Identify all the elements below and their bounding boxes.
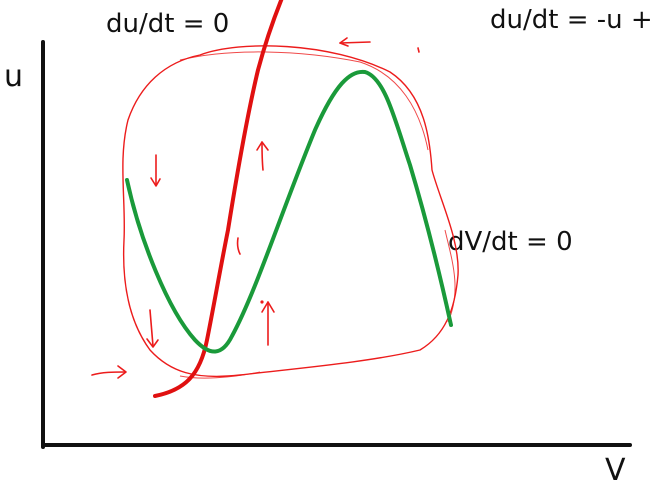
- small-tick-mark: [236, 237, 241, 255]
- direction-arrows: [91, 37, 420, 379]
- v-nullcline-curve: [125, 69, 453, 354]
- u-nullcline-label: du/dt = 0: [106, 9, 229, 39]
- axes: [41, 40, 632, 449]
- arrow-down-icon: [150, 154, 161, 187]
- v-nullcline-label: dV/dt = 0: [448, 227, 573, 257]
- arrow-up-icon: [256, 141, 269, 171]
- y-axis-label: u: [4, 59, 23, 94]
- arrow-right-icon: [91, 365, 127, 379]
- arrow-left-icon: [339, 37, 371, 47]
- x-axis-label: V: [605, 453, 626, 483]
- u-nullcline-curve: [153, 0, 284, 398]
- trajectory-loop: [122, 45, 459, 378]
- trajectory-loop-overdraw: [179, 51, 456, 379]
- arrow-up-icon: [261, 301, 275, 346]
- stray-tick: [417, 47, 420, 53]
- dot-mark: [260, 300, 264, 304]
- u-equation-label: du/dt = -u +: [490, 5, 653, 35]
- arrow-down-icon: [146, 309, 159, 348]
